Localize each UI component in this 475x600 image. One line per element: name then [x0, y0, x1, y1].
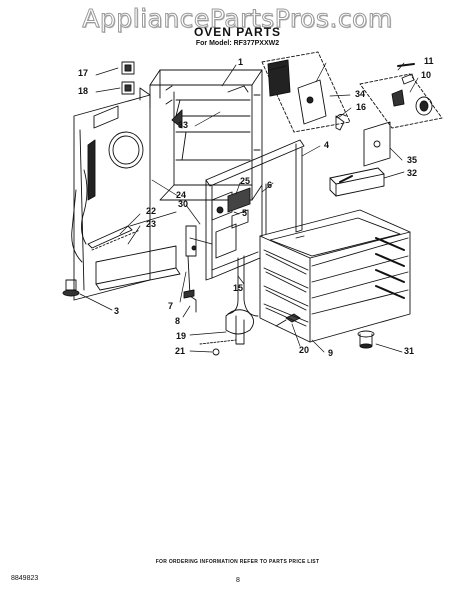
igniter-assembly: [81, 169, 177, 251]
callout-6: 6: [267, 180, 273, 190]
orifice-assembly: [199, 309, 301, 356]
callout-1: 1: [238, 57, 244, 67]
callout-11: 11: [424, 56, 434, 66]
callout-21: 21: [175, 346, 186, 356]
callout-31: 31: [404, 346, 415, 356]
callout-16: 16: [356, 102, 367, 112]
callout-23: 23: [146, 219, 157, 229]
callout-5: 5: [242, 208, 248, 218]
callout-20: 20: [299, 345, 310, 355]
callout-35: 35: [407, 155, 418, 165]
callout-19: 19: [176, 331, 187, 341]
callout-24: 24: [176, 190, 187, 200]
gas-pipe: [183, 255, 259, 317]
rear-panel: [71, 87, 151, 301]
callout-34: 34: [355, 89, 366, 99]
page-number: 8: [236, 577, 240, 584]
model-subtitle: For Model: RF377PXXW2: [195, 40, 280, 47]
callout-18: 18: [78, 86, 89, 96]
hinge-receptacle: [357, 330, 375, 349]
safety-valve: [216, 187, 251, 229]
detail-box-right: [359, 73, 443, 129]
callout-25: 25: [240, 176, 251, 186]
site-watermark: AppliancePartsPros.com: [82, 4, 393, 34]
callout-10: 10: [421, 70, 432, 80]
ordering-note: FOR ORDERING INFORMATION REFER TO PARTS …: [155, 559, 320, 565]
oven-cavity: [259, 209, 411, 343]
callout-9: 9: [328, 348, 334, 358]
callout-17: 17: [78, 68, 89, 78]
diagram-title: OVEN PARTS: [193, 25, 282, 39]
control-knob: [391, 63, 433, 116]
callout-8: 8: [175, 316, 181, 326]
oven-chassis-frame: [149, 69, 263, 201]
callout-4: 4: [324, 140, 330, 150]
document-number: 8849823: [11, 575, 39, 582]
thermostat-bracket: [363, 121, 391, 167]
callout-22: 22: [146, 206, 157, 216]
callout-33: 33: [178, 120, 189, 130]
broil-baffle: [329, 167, 385, 197]
leader-lines: [79, 62, 419, 353]
switch-housing: [267, 59, 347, 131]
detail-box-left: [261, 51, 351, 133]
callout-15: 15: [233, 283, 244, 293]
callout-30: 30: [178, 199, 189, 209]
callout-7: 7: [168, 301, 174, 311]
front-frame: [205, 139, 305, 281]
leveling-leg: [62, 279, 80, 297]
spring-clips: [121, 61, 135, 95]
callout-32: 32: [407, 168, 418, 178]
bottom-tray: [95, 245, 181, 291]
thermostat-bulb: [185, 225, 213, 257]
callout-3: 3: [114, 306, 120, 316]
